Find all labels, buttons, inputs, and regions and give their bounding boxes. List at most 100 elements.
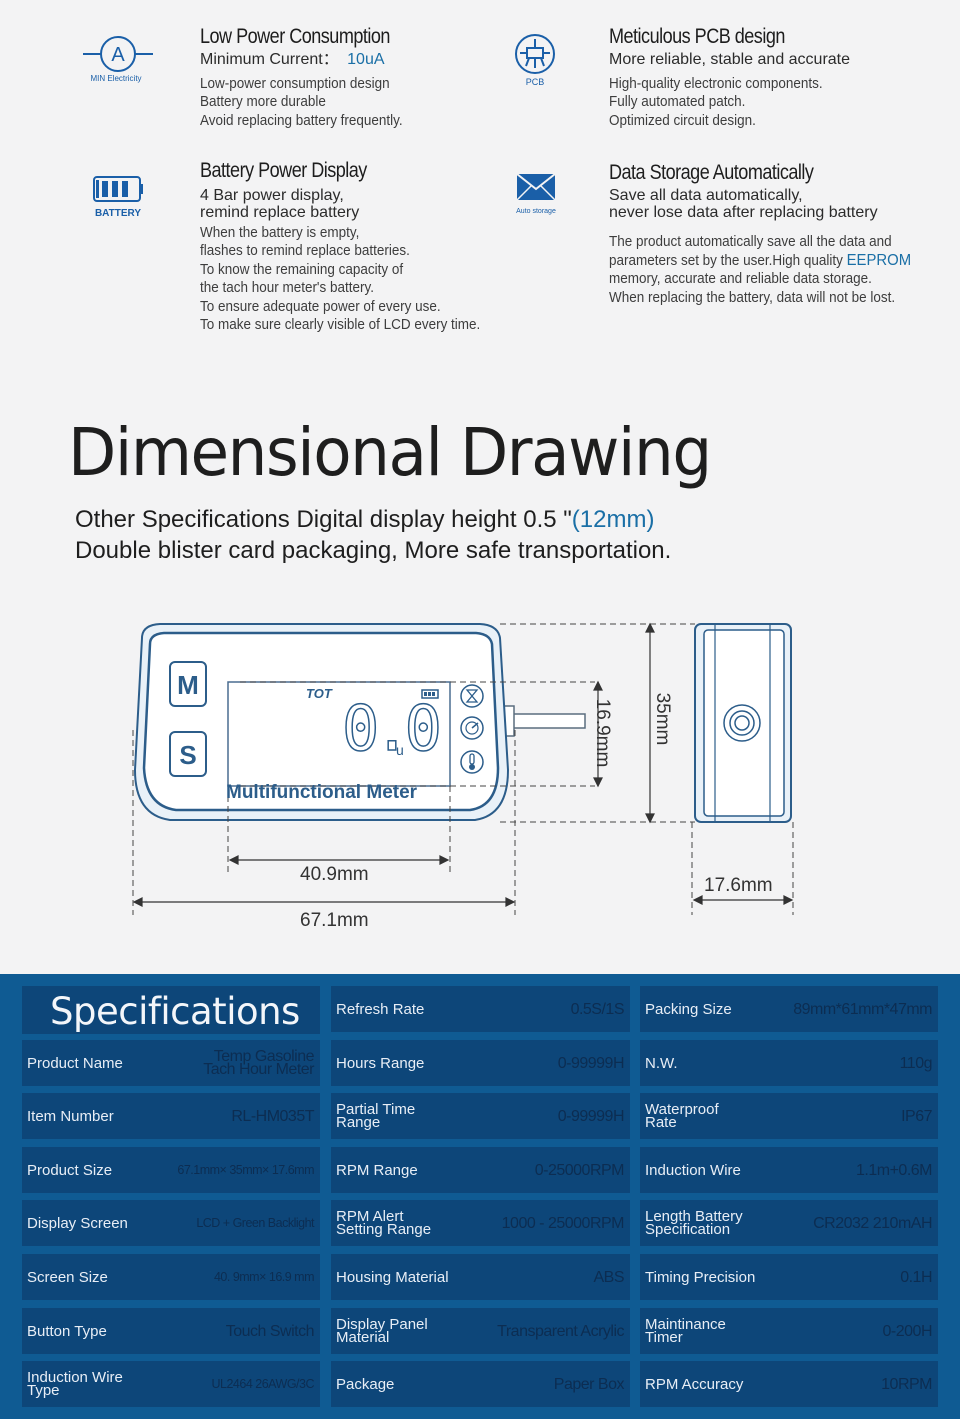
- dimensional-subtitle: Other Specifications Digital display hei…: [75, 504, 671, 566]
- spec-row: N.W.110g: [640, 1040, 938, 1086]
- spec-label: Button Type: [27, 1322, 107, 1340]
- button-m: M: [177, 670, 199, 700]
- pcb-body: High-quality electronic components. Full…: [609, 75, 823, 130]
- storage-title: Data Storage Automatically: [609, 161, 814, 184]
- button-s: S: [179, 740, 197, 770]
- spec-value: 1000 - 25000RPM: [501, 1214, 625, 1232]
- storage-subtitle: Save all data automatically, never lose …: [609, 187, 878, 221]
- spec-value: RL-HM035T: [231, 1107, 314, 1125]
- svg-text:A: A: [111, 44, 125, 66]
- spec-label: Display Panel Material: [336, 1316, 428, 1346]
- low-power-subtitle: Minimum Current： 10uA: [200, 51, 385, 68]
- battery-body-line: To know the remaining capacity of: [200, 261, 404, 278]
- display-height-highlight: (12mm): [571, 506, 655, 533]
- spec-row: Package Paper Box: [331, 1361, 630, 1407]
- pcb-body-line: Fully automated patch.: [609, 94, 746, 111]
- storage-body-line: memory, accurate and reliable data stora…: [609, 271, 872, 287]
- spec-value: UL2464 26AWG/3C: [211, 1376, 314, 1391]
- spec-label: Packing Size: [645, 1000, 732, 1018]
- spec-label: Induction Wire: [645, 1161, 741, 1179]
- pcb-body-line: High-quality electronic components.: [609, 76, 823, 92]
- spec-label: RPM Alert Setting Range: [336, 1208, 432, 1238]
- spec-value: 40. 9mm× 16.9 mm: [213, 1269, 315, 1284]
- spec-value: Paper Box: [553, 1375, 625, 1393]
- spec-value: 0-25000RPM: [534, 1161, 625, 1179]
- spec-value: Transparent Acrylic: [497, 1322, 624, 1340]
- storage-sub-line: Save all data automatically,: [609, 187, 803, 204]
- spec-label: Refresh Rate: [336, 1000, 425, 1018]
- specs-title-cell: Specifications: [22, 986, 320, 1034]
- spec-label: Hours Range: [336, 1054, 425, 1072]
- ammeter-icon: A: [83, 34, 153, 74]
- storage-body-line: The product automatically save all the d…: [609, 234, 892, 250]
- battery-body: When the battery is empty, flashes to re…: [200, 224, 480, 334]
- spec-label: Waterproof Rate: [645, 1101, 719, 1131]
- dim-width-display: 40.9mm: [300, 864, 369, 885]
- pcb-title: Meticulous PCB design: [609, 25, 785, 48]
- dimensional-line-1-text: Other Specifications Digital display hei…: [75, 506, 572, 533]
- spec-value: 67.1mm× 35mm× 17.6mm: [177, 1162, 314, 1177]
- dimensional-title: Dimensional Drawing: [68, 414, 712, 491]
- spec-value: Temp Gasoline Tach Hour Meter: [203, 1048, 314, 1078]
- battery-body-line: When the battery is empty,: [200, 225, 360, 241]
- battery-title: Battery Power Display: [200, 159, 367, 182]
- low-power-body-line: Low-power consumption design: [200, 76, 390, 92]
- spec-label: Induction Wire Type: [27, 1369, 123, 1399]
- spec-value: CR2032 210mAH: [813, 1214, 932, 1232]
- pcb-subtitle: More reliable, stable and accurate: [609, 51, 851, 68]
- spec-value: 10RPM: [881, 1375, 932, 1393]
- lcd-unit: u: [396, 742, 404, 758]
- spec-value: 0-99999H: [557, 1107, 625, 1125]
- pcb-body-line: Optimized circuit design.: [609, 112, 756, 129]
- eeprom-highlight: EEPROM: [846, 251, 912, 269]
- pcb-icon-caption: PCB: [525, 77, 545, 87]
- spec-value: 110g: [899, 1054, 933, 1072]
- spec-label: Length Battery Specification: [645, 1208, 743, 1238]
- spec-label: Housing Material: [336, 1268, 449, 1286]
- battery-body-line: the tach hour meter's battery.: [200, 280, 374, 297]
- specs-title: Specifications: [50, 990, 300, 1033]
- spec-label: Screen Size: [27, 1268, 108, 1286]
- device-label: Multifunctional Meter: [226, 782, 418, 803]
- battery-sub-line: 4 Bar power display,: [200, 187, 344, 204]
- low-power-sub-prefix: Minimum Current：: [200, 51, 339, 68]
- storage-sub-line: never lose data after replacing battery: [609, 204, 878, 221]
- spec-label: RPM Range: [336, 1161, 418, 1179]
- spec-row: Screen Size 40. 9mm× 16.9 mm: [22, 1254, 320, 1300]
- spec-value: Touch Switch: [225, 1322, 315, 1340]
- low-power-body-line: Avoid replacing battery frequently.: [200, 112, 403, 129]
- device-drawing: M S TOT 0.0 u Multifunctional Meter 16.9…: [120, 610, 840, 940]
- battery-icon: [93, 174, 143, 204]
- spec-row: Hours Range 0-99999H: [331, 1040, 630, 1086]
- battery-icon-caption: BATTERY: [94, 208, 142, 219]
- storage-body-line: When replacing the battery, data will no…: [609, 289, 896, 306]
- spec-row: Packing Size 89mm*61mm*47mm: [640, 986, 938, 1032]
- battery-subtitle: 4 Bar power display, remind replace batt…: [200, 187, 359, 221]
- spec-value: 89mm*61mm*47mm: [793, 1000, 932, 1018]
- spec-value: 0-99999H: [557, 1054, 625, 1072]
- low-power-sub-value: 10uA: [347, 51, 385, 68]
- spec-label: Package: [336, 1375, 395, 1393]
- envelope-icon: [516, 172, 556, 202]
- lcd-digits: 0.0: [341, 692, 442, 765]
- battery-body-line: To make sure clearly visible of LCD ever…: [200, 317, 481, 334]
- low-power-icon-caption: MIN Electricity: [90, 74, 142, 83]
- spec-row: Length Battery Specification CR2032 210mA…: [640, 1200, 938, 1246]
- battery-body-line: flashes to remind replace batteries.: [200, 243, 410, 260]
- spec-row: RPM Alert Setting Range 1000 - 25000RPM: [331, 1200, 630, 1246]
- spec-value: 0.1H: [900, 1268, 932, 1286]
- spec-row: Product Size 67.1mm× 35mm× 17.6mm: [22, 1147, 320, 1193]
- spec-label: Maintinance Timer: [645, 1316, 726, 1346]
- storage-body: The product automatically save all the d…: [609, 233, 911, 307]
- dim-height-total: 35mm: [652, 692, 673, 746]
- low-power-title: Low Power Consumption: [200, 25, 390, 48]
- spec-label: Product Size: [27, 1161, 113, 1179]
- spec-label: Display Screen: [27, 1214, 128, 1232]
